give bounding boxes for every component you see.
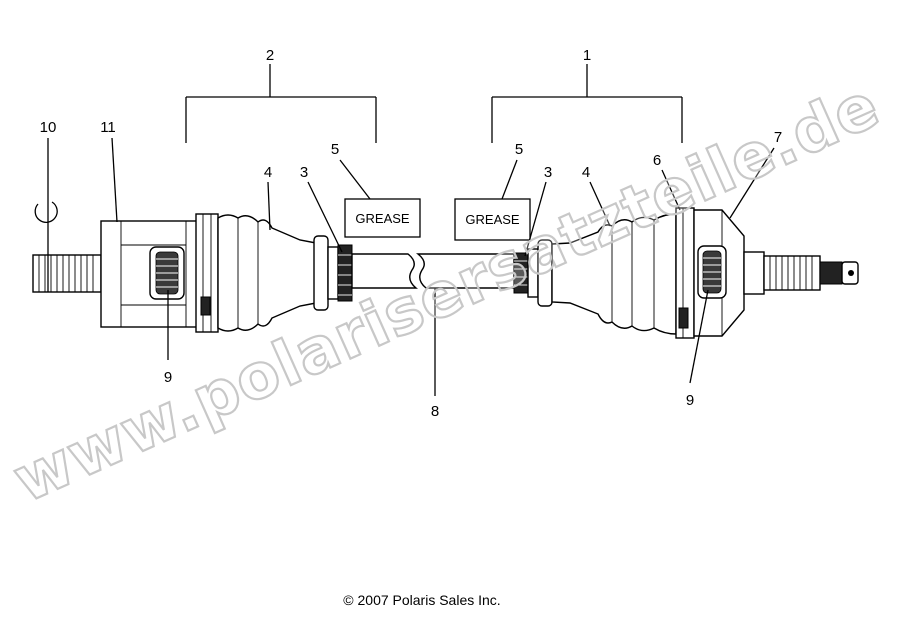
callout-9-left: 9 bbox=[164, 369, 172, 386]
callout-5-right: 5 bbox=[515, 141, 523, 158]
right-spline-stub bbox=[743, 251, 859, 295]
left-boot bbox=[195, 213, 317, 333]
callout-4-right: 4 bbox=[582, 164, 590, 181]
callout-5-left: 5 bbox=[331, 141, 339, 158]
svg-text:GREASE: GREASE bbox=[465, 212, 520, 227]
bracket-group-2 bbox=[185, 64, 377, 143]
center-shaft bbox=[351, 253, 515, 289]
copyright-text: © 2007 Polaris Sales Inc. bbox=[343, 592, 500, 608]
callout-2: 2 bbox=[266, 47, 274, 64]
callout-10: 10 bbox=[40, 119, 57, 136]
callout-4-left: 4 bbox=[264, 164, 272, 181]
right-cv-housing bbox=[693, 209, 745, 337]
left-cv-housing bbox=[100, 220, 202, 328]
callout-labels: 1 2 10 11 4 3 5 5 3 4 6 7 8 9 9 bbox=[40, 47, 783, 420]
grease-box-left: GREASE bbox=[344, 198, 421, 238]
callout-8: 8 bbox=[431, 403, 439, 420]
right-small-clamp bbox=[513, 239, 553, 307]
callout-9-right: 9 bbox=[686, 392, 694, 409]
svg-text:GREASE: GREASE bbox=[355, 211, 410, 226]
right-boot bbox=[551, 207, 695, 339]
left-spline-stub bbox=[32, 254, 102, 293]
grease-box-right: GREASE bbox=[454, 198, 531, 241]
callout-7: 7 bbox=[774, 129, 782, 146]
bracket-group-1 bbox=[491, 64, 683, 143]
leader-lines bbox=[47, 137, 775, 396]
circlip bbox=[34, 201, 58, 223]
callout-11: 11 bbox=[100, 119, 116, 136]
callout-3-left: 3 bbox=[300, 164, 308, 181]
callout-6: 6 bbox=[653, 152, 661, 169]
callout-1: 1 bbox=[583, 47, 591, 64]
left-small-clamp bbox=[313, 235, 353, 311]
callout-3-right: 3 bbox=[544, 164, 552, 181]
